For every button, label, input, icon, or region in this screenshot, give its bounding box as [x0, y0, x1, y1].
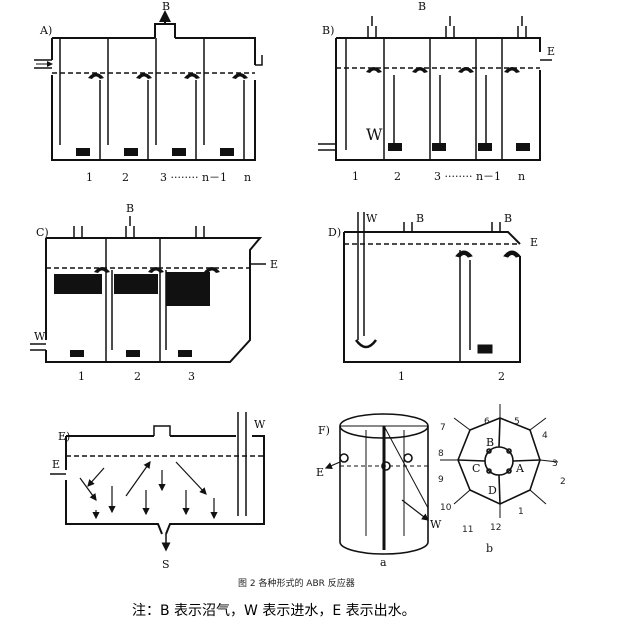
panel-e-effluent-label: E	[52, 458, 60, 471]
panel-d-flow-arrows	[354, 250, 521, 354]
panel-b-effluent-label: E	[547, 45, 555, 58]
panel-b-num-2: 2	[394, 170, 401, 183]
panel-c-effluent-label: E	[270, 258, 278, 271]
panel-f-compartment-b: B	[486, 436, 494, 449]
panel-f-port-1: 1	[518, 507, 524, 517]
panel-a-biogas-label: B	[162, 0, 170, 13]
panel-f-effluent-label: E	[316, 466, 324, 479]
panel-a-label: A)	[39, 24, 52, 37]
panel-a-num-n: n	[244, 171, 251, 184]
panel-f-port-9: 9	[438, 475, 444, 485]
panel-a-num-3: 3 ········ n－1	[160, 171, 227, 184]
panel-f-port-11: 11	[462, 525, 473, 535]
panel-e	[50, 412, 265, 552]
panel-a	[34, 10, 263, 161]
panel-d-effluent-label: E	[530, 236, 538, 249]
panel-f-inlet-label: W	[430, 518, 442, 531]
panel-b	[318, 16, 552, 161]
panel-f-port-12: 12	[490, 523, 501, 533]
panel-e-label: E)	[58, 430, 70, 443]
panel-e-inlet-label: W	[254, 418, 266, 431]
panel-f-port-10: 10	[440, 503, 452, 513]
panel-f-port-8: 8	[438, 449, 444, 459]
panel-f-sub-b: b	[486, 542, 493, 555]
panel-d-biogas-label-1: B	[416, 212, 424, 225]
panel-f-port-3: 3	[552, 459, 558, 469]
panel-b-num-1: 1	[352, 170, 359, 183]
panel-f-compartment-a: A	[515, 462, 525, 475]
panel-a-flow-arrows	[76, 73, 248, 156]
panel-b-num-n: n	[518, 170, 525, 183]
panel-b-num-3: 3 ········ n－1	[434, 170, 501, 183]
panel-f-port-2: 2	[560, 477, 566, 487]
panel-f-cylinder	[324, 413, 429, 555]
panel-a-num-2: 2	[122, 171, 129, 184]
panel-d-inlet-label: W	[366, 212, 378, 225]
panel-f-sub-a: a	[380, 556, 387, 569]
panel-f-port-4: 4	[542, 431, 548, 441]
panel-f-port-7: 7	[440, 423, 446, 433]
figure-caption: 图 2 各种形式的 ABR 反应器	[238, 577, 355, 589]
panel-f-compartment-c: C	[472, 462, 480, 475]
panel-c-inlet-label: W	[34, 330, 46, 343]
panel-f-compartment-d: D	[488, 484, 497, 497]
panel-f-plan-view	[440, 404, 559, 518]
panel-d	[343, 212, 521, 363]
panel-c-biogas-label: B	[126, 202, 134, 215]
panel-d-num-2: 2	[498, 370, 505, 383]
panel-b-biogas-label: B	[418, 0, 426, 13]
panel-f-port-6: 6	[484, 417, 490, 427]
panel-c-media-blocks	[54, 267, 220, 357]
panel-f-label: F)	[318, 424, 330, 437]
panel-c-num-1: 1	[78, 370, 85, 383]
panel-f-port-5: 5	[514, 417, 520, 427]
panel-b-flow-arrows	[366, 67, 530, 151]
panel-c-num-2: 2	[134, 370, 141, 383]
legend-note: 注：B 表示沼气，W 表示进水，E 表示出水。	[132, 603, 416, 619]
panel-a-num-1: 1	[86, 171, 93, 184]
panel-d-biogas-label-2: B	[504, 212, 512, 225]
panel-e-sludge-label: S	[162, 558, 170, 571]
panel-d-label: D)	[328, 226, 341, 239]
panel-b-label: B)	[322, 24, 334, 37]
panel-c-num-3: 3	[188, 370, 195, 383]
panel-b-inlet-label: W	[366, 125, 383, 144]
panel-d-num-1: 1	[398, 370, 405, 383]
panel-c-label: C)	[36, 226, 49, 239]
